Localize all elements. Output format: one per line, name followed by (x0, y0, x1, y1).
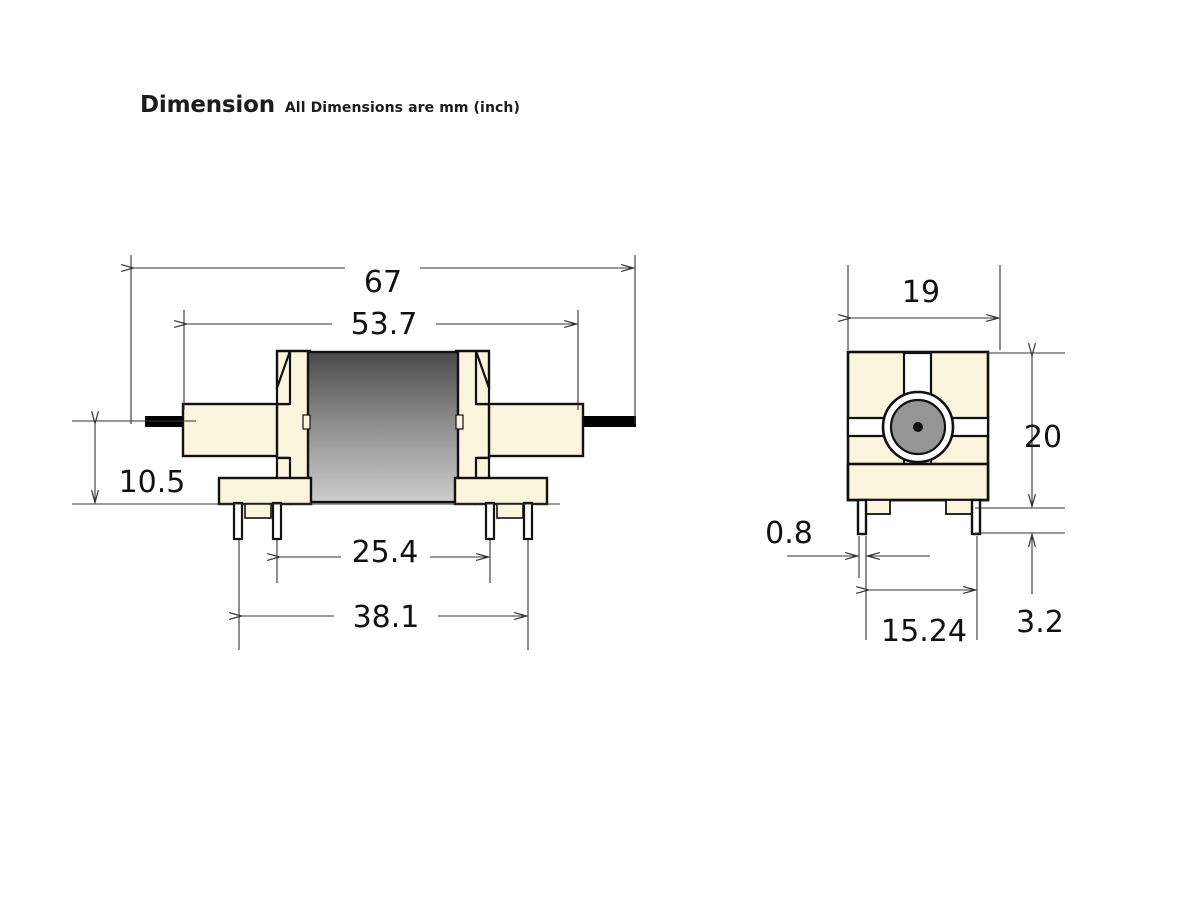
bottom-skirt (846, 462, 990, 502)
ferrite-core (306, 350, 460, 504)
front-terminal-pin-right (970, 498, 982, 536)
pin-block-left (244, 503, 272, 519)
pin-block-right (496, 503, 524, 519)
core-center-hole (913, 422, 923, 432)
base-plate-left (217, 476, 313, 506)
dimension-pin-length: 3.2 (975, 532, 1065, 640)
side-view: 67 53.7 10.5 25.4 (72, 255, 636, 650)
dimension-pin-thickness: 0.8 (765, 516, 930, 640)
core-notch-left (302, 414, 311, 430)
dimension-body-width: 19 (848, 265, 1001, 350)
dimension-label-10-5: 10.5 (119, 465, 186, 500)
dimension-label-20: 20 (1024, 420, 1062, 455)
terminal-pin-4 (522, 501, 534, 541)
bobbin-flange-left-taper-top (275, 350, 292, 406)
front-terminal-pin-left (856, 498, 868, 536)
dimension-pin-pitch: 15.24 (868, 536, 978, 649)
terminal-pin-3 (484, 501, 496, 541)
dimension-label-3-2: 3.2 (1016, 605, 1064, 640)
dimension-label-53-7: 53.7 (351, 307, 418, 342)
dimension-inner-pin-pitch: 25.4 (277, 535, 491, 583)
dimension-label-0-8: 0.8 (765, 516, 813, 551)
lead-wire-right (580, 416, 636, 427)
terminal-pin-1 (232, 501, 244, 541)
dimension-label-19: 19 (902, 275, 940, 310)
dimension-outer-pin-pitch: 38.1 (239, 540, 529, 650)
core-notch-right (455, 414, 464, 430)
dimension-label-15-24: 15.24 (881, 614, 967, 649)
dimension-label-38-1: 38.1 (353, 600, 420, 635)
bobbin-flange-right-taper-top (474, 350, 491, 406)
drawing-header: Dimension All Dimensions are mm (inch) (140, 92, 520, 118)
dimension-label-67: 67 (364, 265, 402, 300)
page-title: Dimension (140, 92, 275, 118)
pin-shoulder-right (945, 499, 975, 515)
dimension-body-length: 53.7 (184, 307, 579, 410)
dimension-body-height: 20 (975, 353, 1065, 509)
front-view: 19 20 3.2 0.8 15.24 (765, 265, 1065, 649)
dimension-overall-length: 67 (131, 255, 636, 424)
base-plate-right (453, 476, 549, 506)
units-note: All Dimensions are mm (inch) (284, 100, 520, 116)
terminal-pin-2 (271, 501, 283, 541)
dimension-lead-height: 10.5 (72, 421, 560, 505)
dimension-label-25-4: 25.4 (352, 535, 419, 570)
